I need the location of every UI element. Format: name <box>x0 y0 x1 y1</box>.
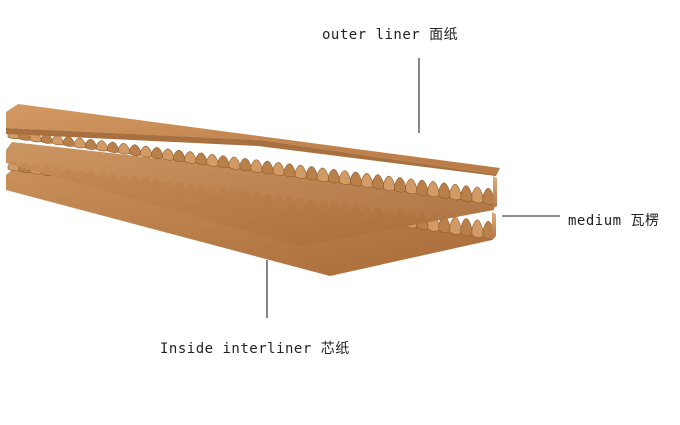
upper-flute-ridge <box>173 149 186 163</box>
upper-flute-ridge <box>350 171 362 187</box>
upper-flute-ridge <box>250 159 263 173</box>
label-medium: medium 瓦楞 <box>568 213 660 229</box>
upper-flute-ridge <box>372 174 384 190</box>
upper-flute-ridge <box>206 153 219 167</box>
upper-flute-ridge <box>449 183 462 201</box>
upper-flute-ridge <box>471 186 484 204</box>
lower-flute-ridge <box>460 218 473 237</box>
upper-flute-ridge <box>107 141 119 153</box>
label-outer-liner: outer liner 面纸 <box>322 27 459 43</box>
upper-flute-ridge <box>460 185 473 202</box>
upper-flute-ridge <box>383 175 395 192</box>
upper-flute-ridge <box>294 164 307 179</box>
label-inside-interliner: Inside interliner 芯纸 <box>160 341 350 357</box>
outer-liner-sheet <box>6 104 500 174</box>
upper-flute-ridge <box>339 170 351 185</box>
upper-flute-ridge <box>272 162 285 176</box>
upper-flute-ridge <box>482 188 495 205</box>
right-end-face-lower <box>492 212 496 240</box>
upper-flute-ridge <box>239 158 252 172</box>
upper-flute-ridge <box>283 163 296 178</box>
upper-flute-ridge <box>316 167 329 182</box>
upper-flute-ridge <box>217 155 230 169</box>
upper-flute-ridge <box>394 177 406 193</box>
upper-flute-ridge <box>184 151 197 164</box>
upper-flute-ridge <box>140 145 152 158</box>
upper-flute-ridge <box>195 152 208 166</box>
upper-flute-ridge <box>73 137 86 149</box>
upper-flute-ridge <box>261 160 274 175</box>
upper-flute-ridge <box>129 144 141 156</box>
upper-flute-ridge <box>328 168 340 184</box>
upper-flute-ridge <box>228 156 241 170</box>
lower-flute-ridge <box>471 219 484 238</box>
upper-flute-ridge <box>305 166 318 181</box>
upper-flute-ridge <box>405 178 417 195</box>
outer-liner-sheet-edge <box>6 128 500 176</box>
upper-flute-ridge <box>361 173 373 188</box>
upper-flute-ridge <box>427 181 440 198</box>
inside-interliner-sheet <box>6 142 496 246</box>
right-end-face-upper <box>493 176 497 208</box>
upper-flute-ridge <box>96 140 108 152</box>
upper-flute-ridge <box>438 182 451 199</box>
lower-flute-ridge <box>449 216 462 235</box>
upper-flute-ridge <box>85 138 97 150</box>
upper-flute-ridge <box>118 143 130 155</box>
upper-flute-ridge <box>416 179 429 196</box>
upper-flute-ridge <box>151 147 163 159</box>
upper-flute-ridge <box>162 148 174 161</box>
upper-flute-ridge <box>62 136 75 147</box>
